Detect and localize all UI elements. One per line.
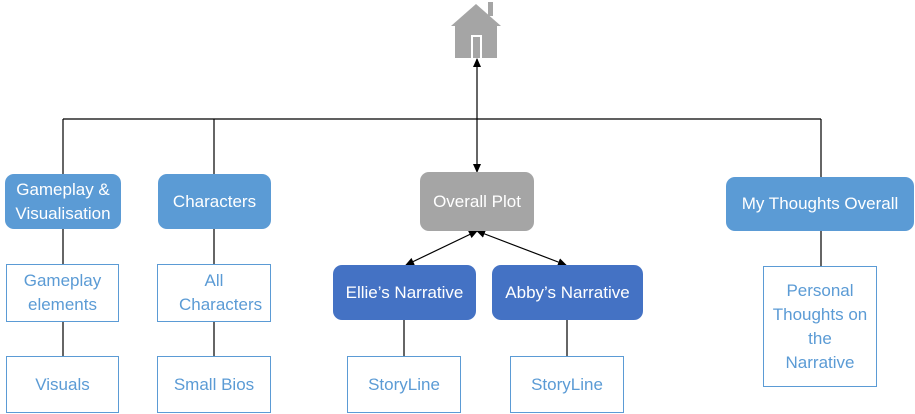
node-label: Ellie’s Narrative [345,282,464,302]
overall-plot-node[interactable]: Overall Plot [420,172,534,231]
node-label: Personal Thoughts on the Narrative [772,280,868,372]
node-label: StoryLine [531,374,603,394]
ellie-storyline-node[interactable]: StoryLine [347,356,461,413]
all-characters-node[interactable]: All Characters [157,264,271,322]
node-label: StoryLine [368,374,440,394]
node-label: Small Bios [173,374,255,394]
abbys-narrative-node[interactable]: Abby’s Narrative [492,265,643,320]
gameplay-visualisation-node[interactable]: Gameplay & Visualisation [5,174,121,229]
characters-node[interactable]: Characters [158,174,271,229]
abby-storyline-node[interactable]: StoryLine [510,356,624,413]
node-label: Visuals [35,374,90,394]
node-label: Characters [172,191,257,211]
node-label: My Thoughts Overall [741,194,899,213]
node-label: Gameplay & Visualisation [15,179,111,223]
personal-thoughts-node[interactable]: Personal Thoughts on the Narrative [763,266,877,387]
gameplay-elements-node[interactable]: Gameplay elements [6,264,119,322]
home-icon[interactable] [450,2,502,58]
visuals-node[interactable]: Visuals [6,356,119,413]
node-label: Overall Plot [433,191,521,211]
my-thoughts-overall-node[interactable]: My Thoughts Overall [726,177,914,231]
node-label: Gameplay elements [23,271,102,314]
node-label: All Characters [179,271,263,314]
ellies-narrative-node[interactable]: Ellie’s Narrative [333,265,476,320]
small-bios-node[interactable]: Small Bios [157,356,271,413]
node-label: Abby’s Narrative [505,282,630,302]
